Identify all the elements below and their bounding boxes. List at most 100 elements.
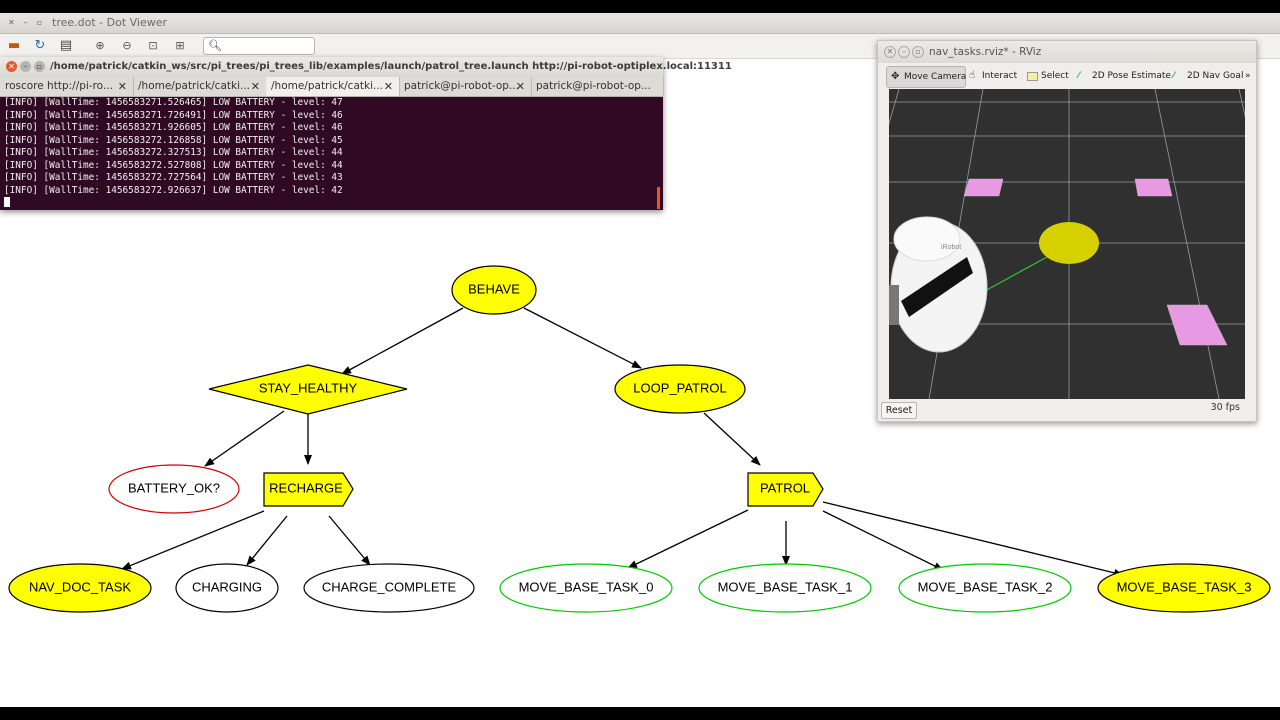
close-icon[interactable]: ✕ [383, 80, 393, 93]
node-charge-complete[interactable] [303, 563, 475, 613]
screen-bottom-edge [0, 707, 1280, 720]
edge-recharge-charging [246, 515, 288, 566]
tab-catkin-2[interactable]: /home/patrick/catki... ✕ [266, 77, 400, 96]
close-icon[interactable]: ✕ [6, 61, 17, 72]
node-charge-complete-label: CHARGE_COMPLETE [322, 579, 457, 594]
terminal-scrollbar[interactable] [657, 187, 660, 209]
node-patrol-label: PATROL [760, 480, 810, 495]
close-icon[interactable]: ✕ [117, 80, 127, 93]
node-move-base-task-0[interactable] [499, 563, 673, 613]
terminal-title: /home/patrick/catkin_ws/src/pi_trees/pi_… [50, 61, 732, 72]
minimize-icon[interactable]: – [898, 46, 910, 58]
search-icon: 🔍︎ [208, 39, 222, 52]
graph-edges [121, 307, 1124, 577]
node-behave[interactable] [451, 265, 537, 315]
terminal-line: [INFO] [WallTime: 1456583271.926605] LOW… [4, 122, 343, 133]
close-icon[interactable]: ✕ [515, 80, 525, 93]
terminal-line: [INFO] [WallTime: 1456583272.327513] LOW… [4, 147, 343, 158]
edge-recharge-nav-doc-task [121, 510, 265, 570]
tab-label: /home/patrick/catki... [271, 80, 384, 92]
node-stay-healthy[interactable] [208, 364, 408, 415]
node-move-base-task-1[interactable] [698, 563, 872, 613]
hand-icon: ☝ [969, 70, 976, 81]
node-charging[interactable] [175, 563, 279, 613]
close-icon[interactable]: ✕ [884, 46, 896, 58]
green-arrow-icon: ⁄ [1078, 71, 1080, 81]
tab-label: patrick@pi-robot-op... [536, 80, 651, 92]
rviz-3d-view[interactable]: iRobot [889, 89, 1245, 399]
fps-readout: 30 fps [1210, 402, 1240, 413]
rviz-window: ✕ – ▫ nav_tasks.rviz* - RViz ✥ Move Came… [877, 40, 1257, 422]
dot-viewer-titlebar: ✕ – ▫ tree.dot - Dot Viewer [0, 13, 1280, 34]
rviz-scene: iRobot [889, 89, 1245, 399]
node-stay-healthy-label: STAY_HEALTHY [259, 380, 358, 395]
reload-icon[interactable]: ↻ [34, 38, 46, 53]
print-icon[interactable]: ▤ [59, 38, 73, 53]
tab-label: roscore http://pi-ro... [5, 80, 113, 92]
zoom-100-icon[interactable]: ⊞ [175, 39, 185, 52]
green-arrow-icon: ⁄ [1173, 71, 1175, 81]
node-patrol[interactable] [747, 472, 824, 507]
maximize-icon[interactable]: ▫ [34, 61, 45, 72]
move-camera-tool[interactable]: ✥ Move Camera [886, 66, 966, 88]
goal-marker [1039, 222, 1099, 264]
node-recharge[interactable] [263, 472, 354, 507]
tool-label: 2D Pose Estimate [1092, 71, 1171, 81]
waypoint-marker [1134, 178, 1173, 197]
zoom-in-icon[interactable]: ⊕ [95, 39, 105, 52]
terminal-line: [INFO] [WallTime: 1456583272.126858] LOW… [4, 134, 343, 146]
open-icon[interactable]: ▬ [7, 38, 21, 53]
zoom-fit-icon[interactable]: ⊡ [148, 39, 158, 52]
close-icon[interactable]: ✕ [8, 18, 15, 27]
tab-roscore[interactable]: roscore http://pi-ro... ✕ [0, 77, 134, 96]
tool-label: Move Camera [904, 72, 967, 82]
node-battery-ok[interactable] [108, 464, 240, 514]
robot-logo: iRobot [941, 244, 961, 251]
select-tool[interactable]: Select [1027, 66, 1072, 86]
tab-catkin-1[interactable]: /home/patrick/catki... ✕ [133, 77, 267, 96]
node-loop-patrol-label: LOOP_PATROL [633, 380, 726, 395]
minimize-icon[interactable]: – [20, 61, 31, 72]
tool-label: 2D Nav Goal [1187, 71, 1244, 81]
reset-button[interactable]: Reset [881, 402, 917, 419]
waypoint-marker [963, 178, 1004, 197]
search-input[interactable]: 🔍︎ [203, 37, 315, 55]
interact-tool[interactable]: ☝ Interact [969, 66, 1027, 86]
tab-pi-robot-2[interactable]: patrick@pi-robot-op... [531, 77, 664, 96]
edge-patrol-move-base-0 [627, 509, 749, 569]
node-move-base-task-3-label: MOVE_BASE_TASK_3 [1117, 579, 1252, 594]
rviz-title: nav_tasks.rviz* - RViz [929, 46, 1042, 58]
edge-patrol-move-base-2 [822, 510, 944, 571]
edge-behave-loop-patrol [523, 307, 642, 369]
node-move-base-task-2[interactable] [898, 563, 1072, 613]
terminal-titlebar: ✕ – ▫ /home/patrick/catkin_ws/src/pi_tre… [0, 57, 732, 77]
node-move-base-task-3[interactable] [1097, 563, 1271, 613]
pose-estimate-tool[interactable]: ⁄ 2D Pose Estimate [1078, 66, 1173, 86]
waypoint-marker [1166, 304, 1228, 346]
minimize-icon[interactable]: – [23, 18, 28, 27]
select-icon [1027, 72, 1038, 81]
terminal-output[interactable]: [INFO] [WallTime: 1456583271.526465] LOW… [0, 97, 660, 210]
rviz-titlebar: ✕ – ▫ nav_tasks.rviz* - RViz [878, 41, 1256, 63]
terminal-line: [INFO] [WallTime: 1456583272.926637] LOW… [4, 184, 343, 196]
maximize-icon[interactable]: ▫ [36, 18, 43, 27]
node-move-base-task-1-label: MOVE_BASE_TASK_1 [718, 579, 853, 594]
node-loop-patrol[interactable] [614, 364, 746, 414]
tab-pi-robot-1[interactable]: patrick@pi-robot-op... ✕ [399, 77, 532, 96]
rviz-toolbar: ✥ Move Camera ☝ Interact Select ⁄ 2D Pos… [878, 63, 1256, 89]
nav-goal-tool[interactable]: ⁄ 2D Nav Goal [1173, 66, 1243, 86]
close-icon[interactable]: ✕ [250, 80, 260, 93]
window-title: tree.dot - Dot Viewer [52, 16, 168, 29]
edge-recharge-charge-complete [328, 515, 371, 566]
toolbar-overflow-button[interactable]: » [1245, 71, 1251, 81]
node-nav-doc-task[interactable] [8, 563, 152, 613]
move-camera-icon: ✥ [891, 71, 900, 82]
node-battery-ok-label: BATTERY_OK? [128, 480, 220, 495]
edge-behave-stay-healthy [341, 307, 464, 375]
tab-label: /home/patrick/catki... [138, 80, 251, 92]
node-charging-label: CHARGING [192, 579, 262, 594]
zoom-out-icon[interactable]: ⊖ [122, 39, 132, 52]
maximize-icon[interactable]: ▫ [912, 46, 924, 58]
node-move-base-task-0-label: MOVE_BASE_TASK_0 [519, 579, 654, 594]
terminal-window: ✕ – ▫ /home/patrick/catkin_ws/src/pi_tre… [0, 57, 732, 210]
